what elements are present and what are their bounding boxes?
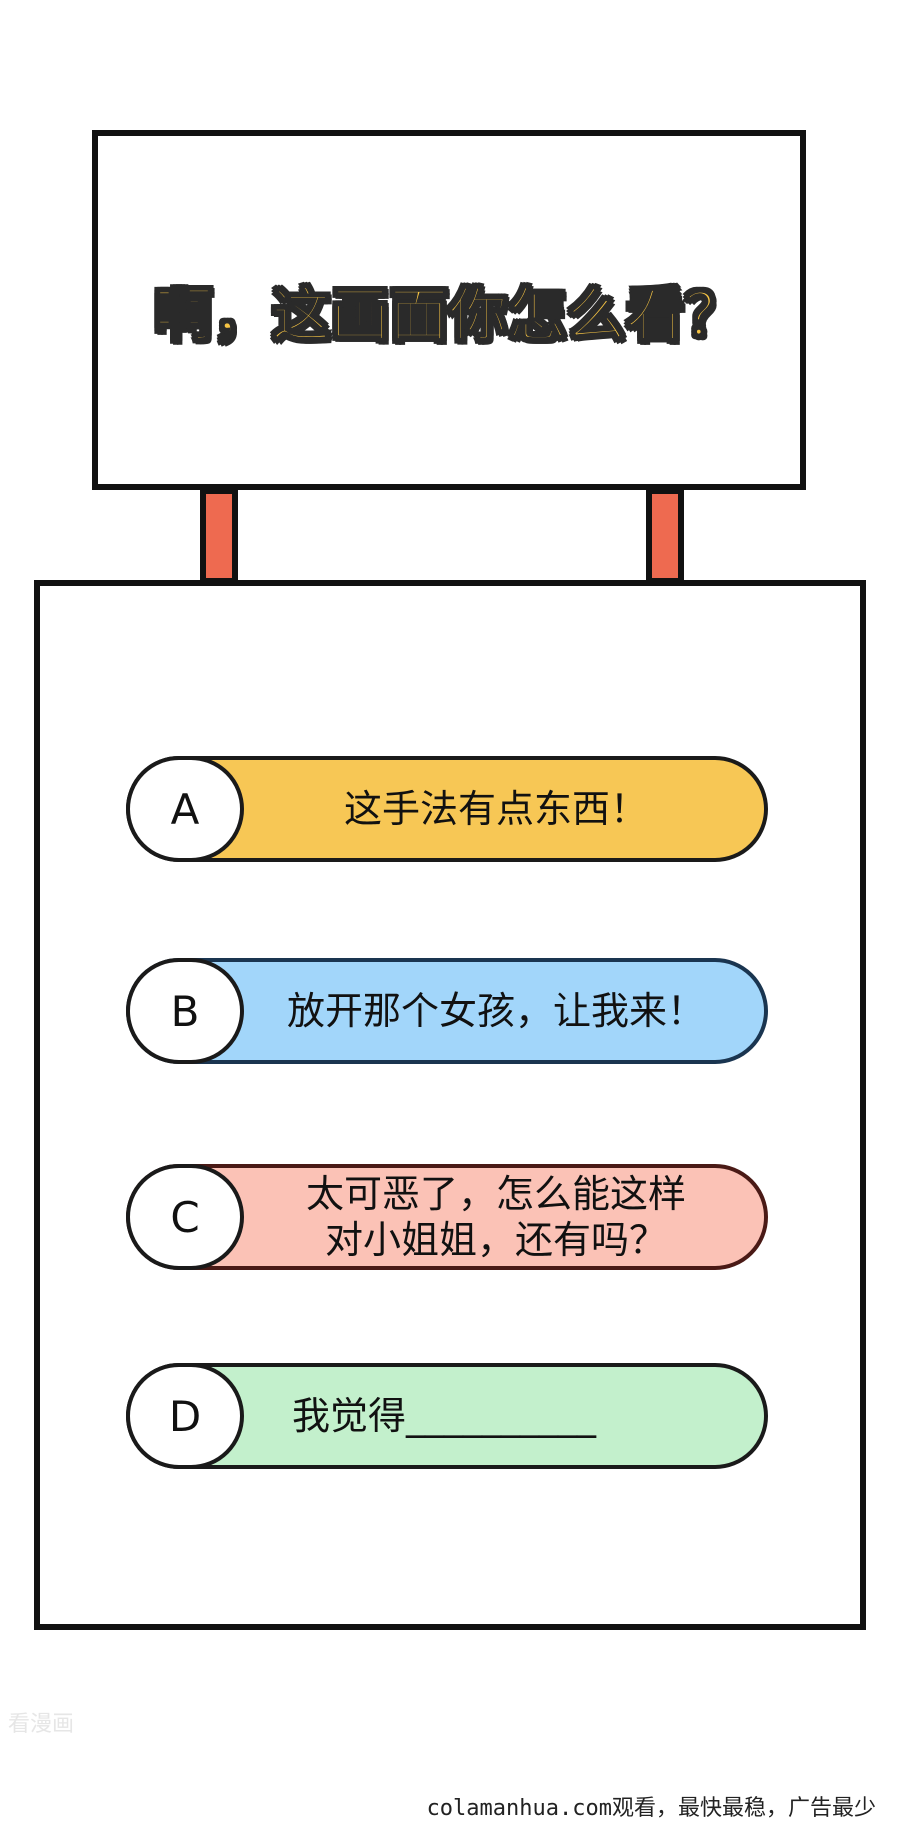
option-a-letter: A: [126, 756, 244, 862]
option-b-text: 放开那个女孩，让我来！: [286, 989, 705, 1033]
sign-post-left: [200, 488, 238, 584]
question-sign: 啊，这画面你怎么看？: [92, 130, 806, 490]
option-d-letter: D: [126, 1363, 244, 1469]
option-a-text: 这手法有点东西！: [343, 787, 648, 831]
option-b[interactable]: B 放开那个女孩，让我来！: [126, 958, 768, 1064]
answer-board: [34, 580, 866, 1630]
sign-post-right: [646, 488, 684, 584]
option-b-letter: B: [126, 958, 244, 1064]
watermark: 看漫画: [8, 1712, 75, 1737]
option-a[interactable]: A 这手法有点东西！: [126, 756, 768, 862]
option-c-text: 太可恶了，怎么能这样 对小姐姐，还有吗？: [305, 1172, 686, 1262]
option-d-text: 我觉得__________: [292, 1394, 597, 1438]
footer-text: colamanhua.com观看，最快最稳，广告最少: [426, 1796, 876, 1821]
option-d[interactable]: D 我觉得__________: [126, 1363, 768, 1469]
option-c[interactable]: C 太可恶了，怎么能这样 对小姐姐，还有吗？: [126, 1164, 768, 1270]
option-c-letter: C: [126, 1164, 244, 1270]
question-title: 啊，这画面你怎么看？: [153, 280, 744, 350]
